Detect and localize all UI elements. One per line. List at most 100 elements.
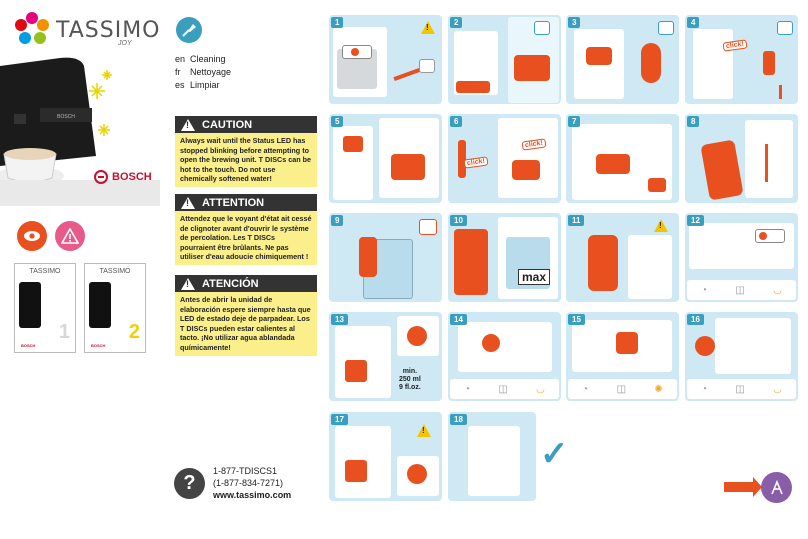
- help-question-icon: ?: [174, 467, 205, 499]
- service-disc: [695, 336, 715, 356]
- start-button: [616, 332, 638, 354]
- click-badge: click!: [722, 39, 748, 52]
- step-11: 11: [566, 213, 679, 302]
- language-row-en: en Cleaning: [175, 53, 231, 66]
- tray-detail: [514, 55, 550, 81]
- maker-name: BOSCH: [112, 171, 152, 183]
- step-9: 9: [329, 213, 442, 302]
- step-number: 14: [450, 314, 467, 325]
- lang-label: Cleaning: [190, 54, 226, 64]
- step-number: 15: [568, 314, 585, 325]
- power-dot: [759, 232, 767, 240]
- step-1: 1: [329, 15, 442, 104]
- tank-indicator-icon: ◫: [498, 383, 508, 395]
- step-2: 2: [448, 15, 561, 104]
- cup-indicator-icon: ◡: [773, 284, 782, 296]
- status-indicator-strip: ◔ ◫ ◡: [687, 379, 796, 399]
- step-number: 12: [687, 215, 704, 226]
- cup-indicator-blinking-icon: ✺: [654, 383, 663, 395]
- tank-indicator-icon: ◫: [735, 383, 745, 395]
- machine-front: [468, 426, 520, 496]
- service-disc: [407, 464, 427, 484]
- phone-numeric: (1-877-834-7271): [213, 478, 284, 488]
- lang-code: en: [175, 54, 186, 64]
- machine-side: [628, 235, 672, 299]
- thumb-brand: TASSIMO: [99, 268, 131, 275]
- step-number: 3: [568, 17, 581, 28]
- step-number: 7: [568, 116, 581, 127]
- brewing-unit-part: [763, 51, 775, 75]
- brewing-unit: [596, 154, 630, 174]
- part-insert: [458, 140, 466, 178]
- cup-indicator-icon: ◡: [536, 383, 545, 395]
- hot-warning-icon: [421, 21, 435, 34]
- lang-code: fr: [175, 67, 181, 77]
- status-indicator-strip: ◔ ◫ ◡: [687, 280, 796, 300]
- status-indicator-strip: ◔ ◫ ✺: [568, 379, 677, 399]
- warning-triangle-icon: [181, 196, 195, 209]
- machine-top: [458, 322, 552, 372]
- warning-text: Antes de abrir la unidad de elaboración …: [175, 292, 317, 356]
- service-disc: [482, 334, 500, 352]
- water-tank: [588, 235, 618, 291]
- contact-lines: 1-877-TDISCS1 (1-877-834-7271) www.tassi…: [213, 465, 291, 501]
- warning-header: CAUTION: [175, 116, 317, 133]
- tassimo-logo: TASSIMO: [14, 12, 161, 48]
- warning-box-fr: ATTENTION Attendez que le voyant d'état …: [175, 194, 317, 265]
- machine-front: [693, 29, 733, 99]
- cleaning-brush-icon: [176, 17, 202, 43]
- checkmark-icon: ✓: [540, 435, 569, 473]
- tray-insert: [648, 178, 666, 192]
- step-number: 8: [687, 116, 700, 127]
- step-16: 16 ◔ ◫ ◡: [685, 312, 798, 401]
- step-3: 3: [566, 15, 679, 104]
- cup-stand-detail: [641, 43, 661, 83]
- bosch-ring-icon: [94, 170, 108, 184]
- step-18: 18: [448, 412, 536, 501]
- step-12: 12 ◔ ◫ ◡: [685, 213, 798, 302]
- machine-side: [745, 120, 793, 198]
- step-17: 17: [329, 412, 442, 501]
- thumb-machine: [19, 282, 41, 328]
- arrow-down: [779, 85, 782, 99]
- min-line-1: min.: [402, 368, 418, 375]
- language-row-fr: fr Nettoyage: [175, 66, 231, 79]
- step-14: 14 ◔ ◫ ◡: [448, 312, 561, 401]
- step-5: 5: [329, 114, 442, 203]
- warning-title: ATTENTION: [202, 196, 265, 209]
- brewing-unit: [343, 136, 363, 152]
- click-badge: click!: [463, 156, 489, 169]
- descale-indicator-icon: ◔: [582, 383, 589, 395]
- min-line-3: 9 fl.oz.: [399, 384, 421, 391]
- contact-block: ? 1-877-TDISCS1 (1-877-834-7271) www.tas…: [174, 465, 291, 501]
- phone-number: 1-877-TDISCS1: [213, 466, 278, 476]
- warning-text: Always wait until the Status LED has sto…: [175, 133, 317, 187]
- cup: [345, 360, 367, 382]
- warning-title: ATENCIÓN: [202, 277, 259, 290]
- step-number: 4: [687, 17, 700, 28]
- dishwasher-safe-icon: [534, 21, 550, 35]
- descaling-section-icon[interactable]: [761, 472, 792, 503]
- cup-indicator-icon: ◡: [773, 383, 782, 395]
- svg-text:BOSCH: BOSCH: [57, 114, 75, 120]
- website-link[interactable]: www.tassimo.com: [213, 490, 292, 500]
- dishwasher-safe-icon: [658, 21, 674, 35]
- lang-label: Nettoyage: [190, 67, 232, 77]
- lang-code: es: [175, 80, 185, 90]
- status-indicator-strip: ◔ ◫ ◡: [450, 379, 559, 399]
- step-4: 4 click!: [685, 15, 798, 104]
- step-number: 1: [331, 17, 344, 28]
- step-number: 16: [687, 314, 704, 325]
- step-number: 2: [450, 17, 463, 28]
- lang-label: Limpiar: [190, 80, 220, 90]
- step-number: 10: [450, 215, 467, 226]
- water-tank: [454, 229, 488, 295]
- step-13: 13 min. 250 ml 9 fl.oz.: [329, 312, 442, 401]
- filter-cartridge: [359, 237, 377, 277]
- detail-panel: [498, 118, 558, 198]
- warning-icon: [55, 221, 85, 251]
- step-number: 13: [331, 314, 348, 325]
- thumb-brand: TASSIMO: [29, 268, 61, 275]
- step-number: 17: [331, 414, 348, 425]
- manual-thumbnail-2: TASSIMO 2 BOSCH: [84, 263, 146, 353]
